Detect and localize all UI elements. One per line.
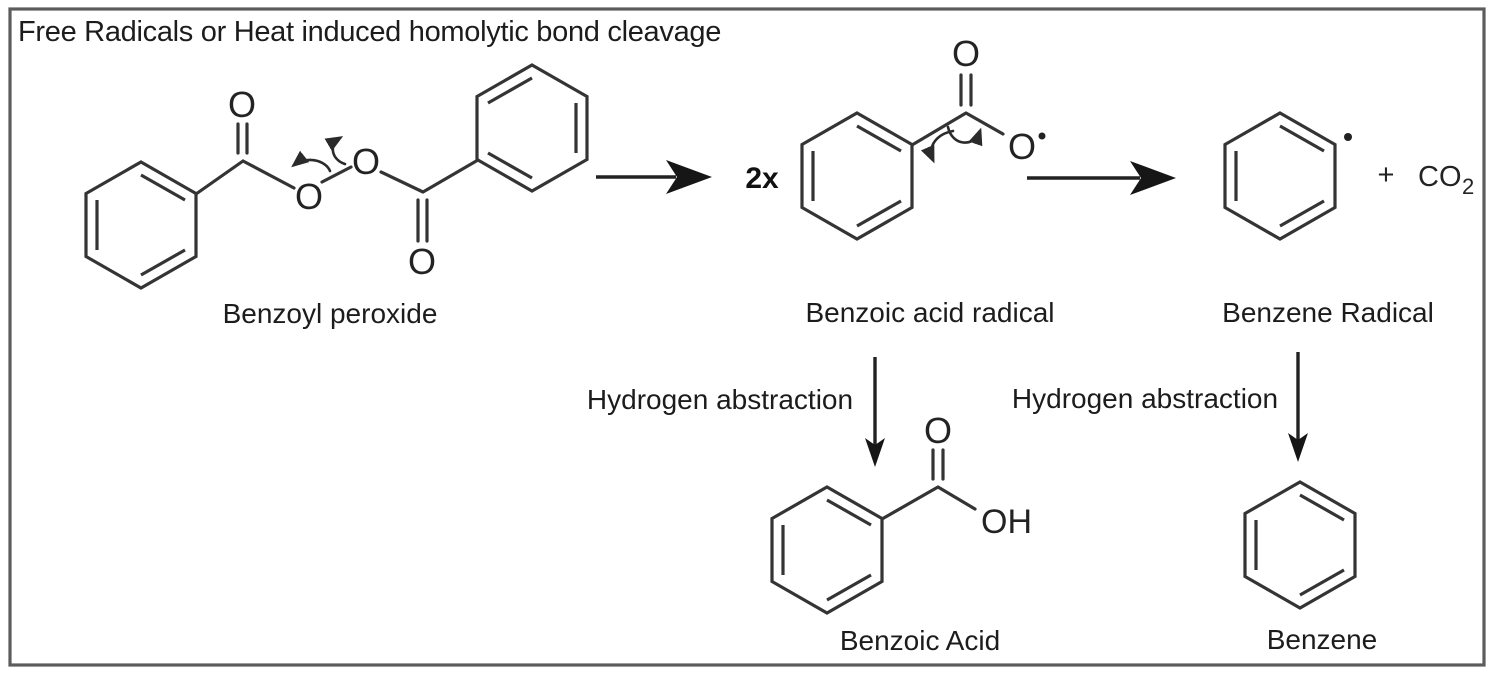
arrowhead [865, 438, 885, 467]
molecule-benzoic-acid-radical: O O Benzoic acid radical [800, 33, 1055, 328]
radical-dot [1038, 132, 1046, 140]
frame-border [8, 7, 1486, 667]
molecule-label-benzoic-acid: Benzoic Acid [840, 625, 1000, 656]
bond-chain [194, 122, 480, 243]
bond-chain [910, 73, 1005, 147]
atom-o-carbonyl: O [952, 33, 980, 74]
stoichiometry-multiplier: 2x [745, 162, 779, 195]
fishhook-arrow [324, 136, 347, 166]
molecule-label-benzoyl-peroxide: Benzoyl peroxide [223, 298, 438, 329]
step-label: Hydrogen abstraction [587, 384, 853, 415]
atom-o-carbonyl-left: O [228, 84, 256, 125]
atom-o-peroxide-right: O [352, 141, 380, 182]
atom-oh-hydroxyl: OH [981, 503, 1032, 541]
scheme-title: Free Radicals or Heat induced homolytic … [18, 16, 721, 48]
fishhook-arrow [291, 150, 332, 173]
atom-o-carbonyl: O [924, 410, 952, 451]
radical-dot [1344, 133, 1352, 141]
plus-sign: + [1378, 159, 1395, 191]
co2-main: CO [1418, 161, 1462, 193]
arrowhead [1130, 161, 1176, 195]
molecule-benzoic-acid: O OH Benzoic Acid [770, 410, 1032, 656]
bond-chain [880, 448, 977, 521]
molecule-benzene: Benzene [1243, 480, 1378, 655]
atom-o-peroxide-left: O [295, 176, 323, 217]
co2-subscript: 2 [1462, 174, 1474, 199]
reaction-arrow-homolysis [596, 160, 712, 194]
fishhook-arrow [946, 125, 983, 147]
step-hydrogen-abstraction-left: Hydrogen abstraction [587, 357, 885, 467]
co2-formula: CO 2 [1418, 161, 1474, 199]
step-label: Hydrogen abstraction [1012, 383, 1278, 414]
arrowhead [1288, 433, 1308, 462]
arrowhead [666, 160, 712, 194]
reaction-arrow-decarboxylation [1027, 161, 1176, 195]
step-hydrogen-abstraction-right: Hydrogen abstraction [1012, 352, 1308, 462]
molecule-benzoyl-peroxide: O O O O Benzoyl peroxide [84, 63, 589, 329]
molecule-benzene-radical: Benzene Radical [1222, 111, 1434, 328]
molecule-label-benzoic-acid-radical: Benzoic acid radical [805, 297, 1054, 328]
molecule-label-benzene-radical: Benzene Radical [1222, 297, 1434, 328]
atom-o-radical: O [1008, 126, 1036, 167]
molecule-label-benzene: Benzene [1267, 624, 1378, 655]
atom-o-carbonyl-right: O [408, 241, 436, 282]
